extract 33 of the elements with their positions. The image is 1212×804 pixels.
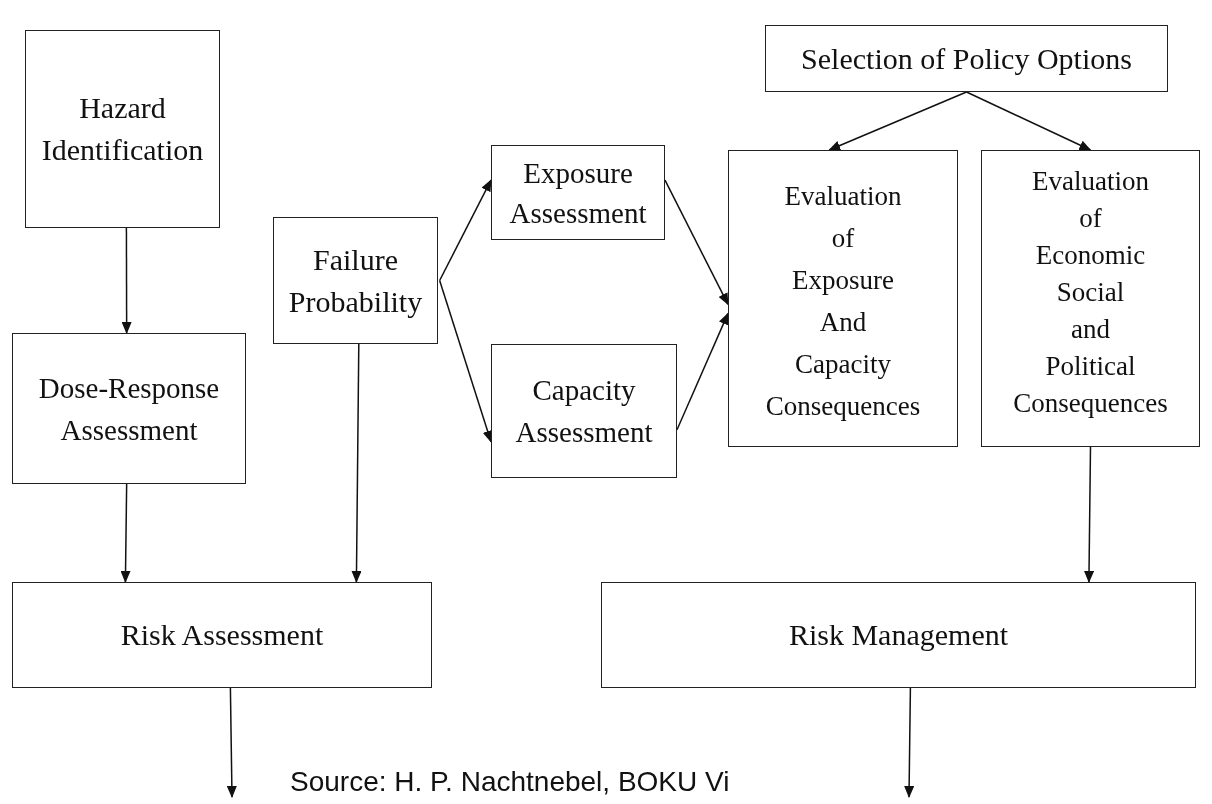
process-box — [981, 150, 1200, 447]
arrow — [121, 227, 132, 334]
process-box — [601, 582, 1196, 688]
box-text: Hazard Identification — [40, 90, 205, 168]
arrow — [664, 179, 729, 306]
process-box — [728, 150, 958, 447]
process-box — [765, 25, 1168, 92]
box-text: Selection of Policy Options — [801, 40, 1132, 77]
box-text: Evaluation of Economic Social and Political Consequences — [1012, 165, 1169, 420]
arrow — [1084, 446, 1095, 583]
box-text: Evaluation of Exposure And Capacity Consequences — [764, 180, 922, 423]
process-box — [273, 217, 438, 344]
arrow — [828, 91, 968, 151]
process-box — [12, 582, 432, 688]
box-text: Failure Probability — [287, 241, 424, 320]
arrow — [226, 687, 237, 798]
process-box — [491, 145, 665, 240]
arrow — [965, 91, 1092, 151]
box-text: Capacity Assessment — [514, 373, 654, 450]
arrow — [120, 483, 131, 583]
arrow — [438, 279, 493, 443]
box-text: Dose-Response Assessment — [37, 370, 221, 448]
process-box — [25, 30, 220, 228]
box-text: Exposure Assessment — [508, 155, 648, 231]
arrow — [904, 687, 915, 798]
arrow — [438, 179, 492, 282]
process-box — [491, 344, 677, 478]
arrow — [676, 312, 729, 431]
box-text: Risk Assessment — [120, 617, 324, 653]
arrow — [351, 343, 362, 583]
source-note: Source: H. P. Nachtnebel, BOKU Vi — [290, 766, 730, 798]
process-box — [12, 333, 246, 484]
box-text: Risk Management — [788, 617, 1009, 653]
